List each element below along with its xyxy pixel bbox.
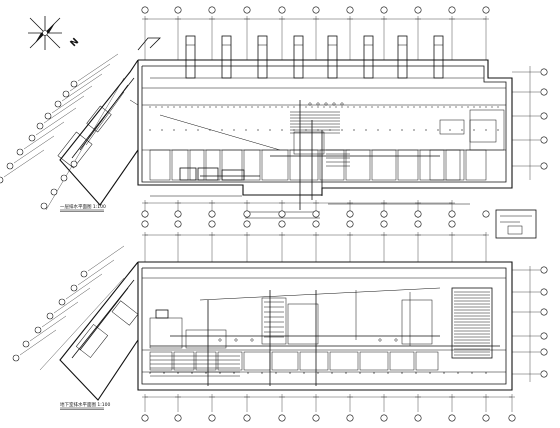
axis-bubble — [278, 414, 286, 422]
axis-bubble — [141, 220, 149, 228]
axis-bubble — [243, 414, 251, 422]
axis-bubble — [58, 298, 66, 306]
axis-bubble — [540, 348, 548, 356]
axis-bubble — [540, 332, 548, 340]
lower-diag-axis — [12, 245, 125, 371]
axis-bubble — [540, 266, 548, 274]
axis-bubble — [6, 162, 14, 170]
axis-bubble — [540, 288, 548, 296]
axis-bubble — [540, 88, 548, 96]
axis-bubble — [448, 210, 456, 218]
axis-bubble — [312, 414, 320, 422]
axis-bubble — [174, 220, 182, 228]
axis-bubble — [346, 220, 354, 228]
axis-bubble — [482, 210, 490, 218]
axis-bubble — [540, 162, 548, 170]
north-label: N — [69, 37, 81, 49]
axis-bubble — [28, 134, 36, 142]
lower-equipment-room — [451, 287, 493, 359]
axis-bubble — [312, 210, 320, 218]
axis-bubble — [141, 414, 149, 422]
upper-bottom-axis — [141, 200, 456, 228]
axis-bubble — [540, 112, 548, 120]
axis-bubble — [448, 414, 456, 422]
axis-bubble — [70, 160, 78, 168]
axis-bubble — [40, 202, 48, 210]
upper-skylights — [150, 35, 484, 79]
axis-bubble — [22, 340, 30, 348]
lower-floor-plan: 地下室排水平面图 1:100 — [12, 210, 548, 422]
lower-plan-title: 地下室排水平面图 1:100 — [60, 401, 111, 408]
axis-bubble — [508, 414, 516, 422]
upper-floor-plan: 一层排水平面图 1:100 — [0, 6, 548, 239]
lower-ramp-wing — [59, 261, 139, 401]
axis-bubble — [482, 6, 490, 14]
axis-bubble — [62, 90, 70, 98]
axis-bubble — [380, 210, 388, 218]
axis-bubble — [174, 210, 182, 218]
north-arrow-icon: N — [28, 16, 81, 50]
axis-bubble — [346, 210, 354, 218]
axis-bubble — [278, 6, 286, 14]
axis-bubble — [141, 210, 149, 218]
axis-bubble — [414, 414, 422, 422]
axis-bubble — [448, 220, 456, 228]
axis-bubble — [174, 414, 182, 422]
axis-bubble — [60, 174, 68, 182]
axis-bubble — [70, 80, 78, 88]
axis-bubble — [12, 354, 20, 362]
axis-bubble — [414, 220, 422, 228]
lower-bottom-axis — [141, 394, 516, 422]
axis-bubble — [208, 414, 216, 422]
axis-bubble — [70, 284, 78, 292]
axis-bubble — [16, 148, 24, 156]
axis-bubble — [414, 210, 422, 218]
axis-bubble — [208, 6, 216, 14]
upper-top-axis — [141, 6, 490, 60]
axis-bubble — [380, 6, 388, 14]
axis-bubble — [243, 210, 251, 218]
axis-bubble — [243, 6, 251, 14]
axis-bubble — [540, 370, 548, 378]
axis-bubble — [174, 6, 182, 14]
axis-bubble — [278, 210, 286, 218]
axis-bubble — [482, 414, 490, 422]
upper-ramp-wing — [57, 37, 161, 206]
axis-bubble — [540, 68, 548, 76]
axis-bubble — [448, 6, 456, 14]
axis-bubble — [540, 308, 548, 316]
axis-bubble — [54, 100, 62, 108]
upper-rooms — [149, 106, 505, 181]
axis-bubble — [346, 6, 354, 14]
axis-bubble — [0, 176, 4, 184]
axis-bubble — [80, 270, 88, 278]
axis-bubble — [414, 6, 422, 14]
lower-piping — [150, 290, 500, 386]
axis-bubble — [46, 312, 54, 320]
upper-right-axis — [512, 66, 548, 180]
lower-right-axis — [512, 266, 548, 382]
axis-bubble — [44, 112, 52, 120]
axis-bubble — [141, 6, 149, 14]
axis-bubble — [208, 210, 216, 218]
axis-bubble — [243, 220, 251, 228]
upper-plan-title: 一层排水平面图 1:100 — [60, 203, 106, 210]
upper-diag-axis — [0, 53, 125, 211]
axis-bubble — [34, 326, 42, 334]
axis-bubble — [540, 136, 548, 144]
axis-bubble — [208, 220, 216, 228]
upper-piping — [159, 100, 497, 210]
axis-bubble — [50, 188, 58, 196]
axis-bubble — [312, 220, 320, 228]
axis-bubble — [346, 414, 354, 422]
axis-bubble — [278, 220, 286, 228]
axis-bubble — [380, 220, 388, 228]
axis-bubble — [312, 6, 320, 14]
lower-top-axis — [141, 210, 490, 262]
axis-bubble — [36, 122, 44, 130]
axis-bubble — [380, 414, 388, 422]
